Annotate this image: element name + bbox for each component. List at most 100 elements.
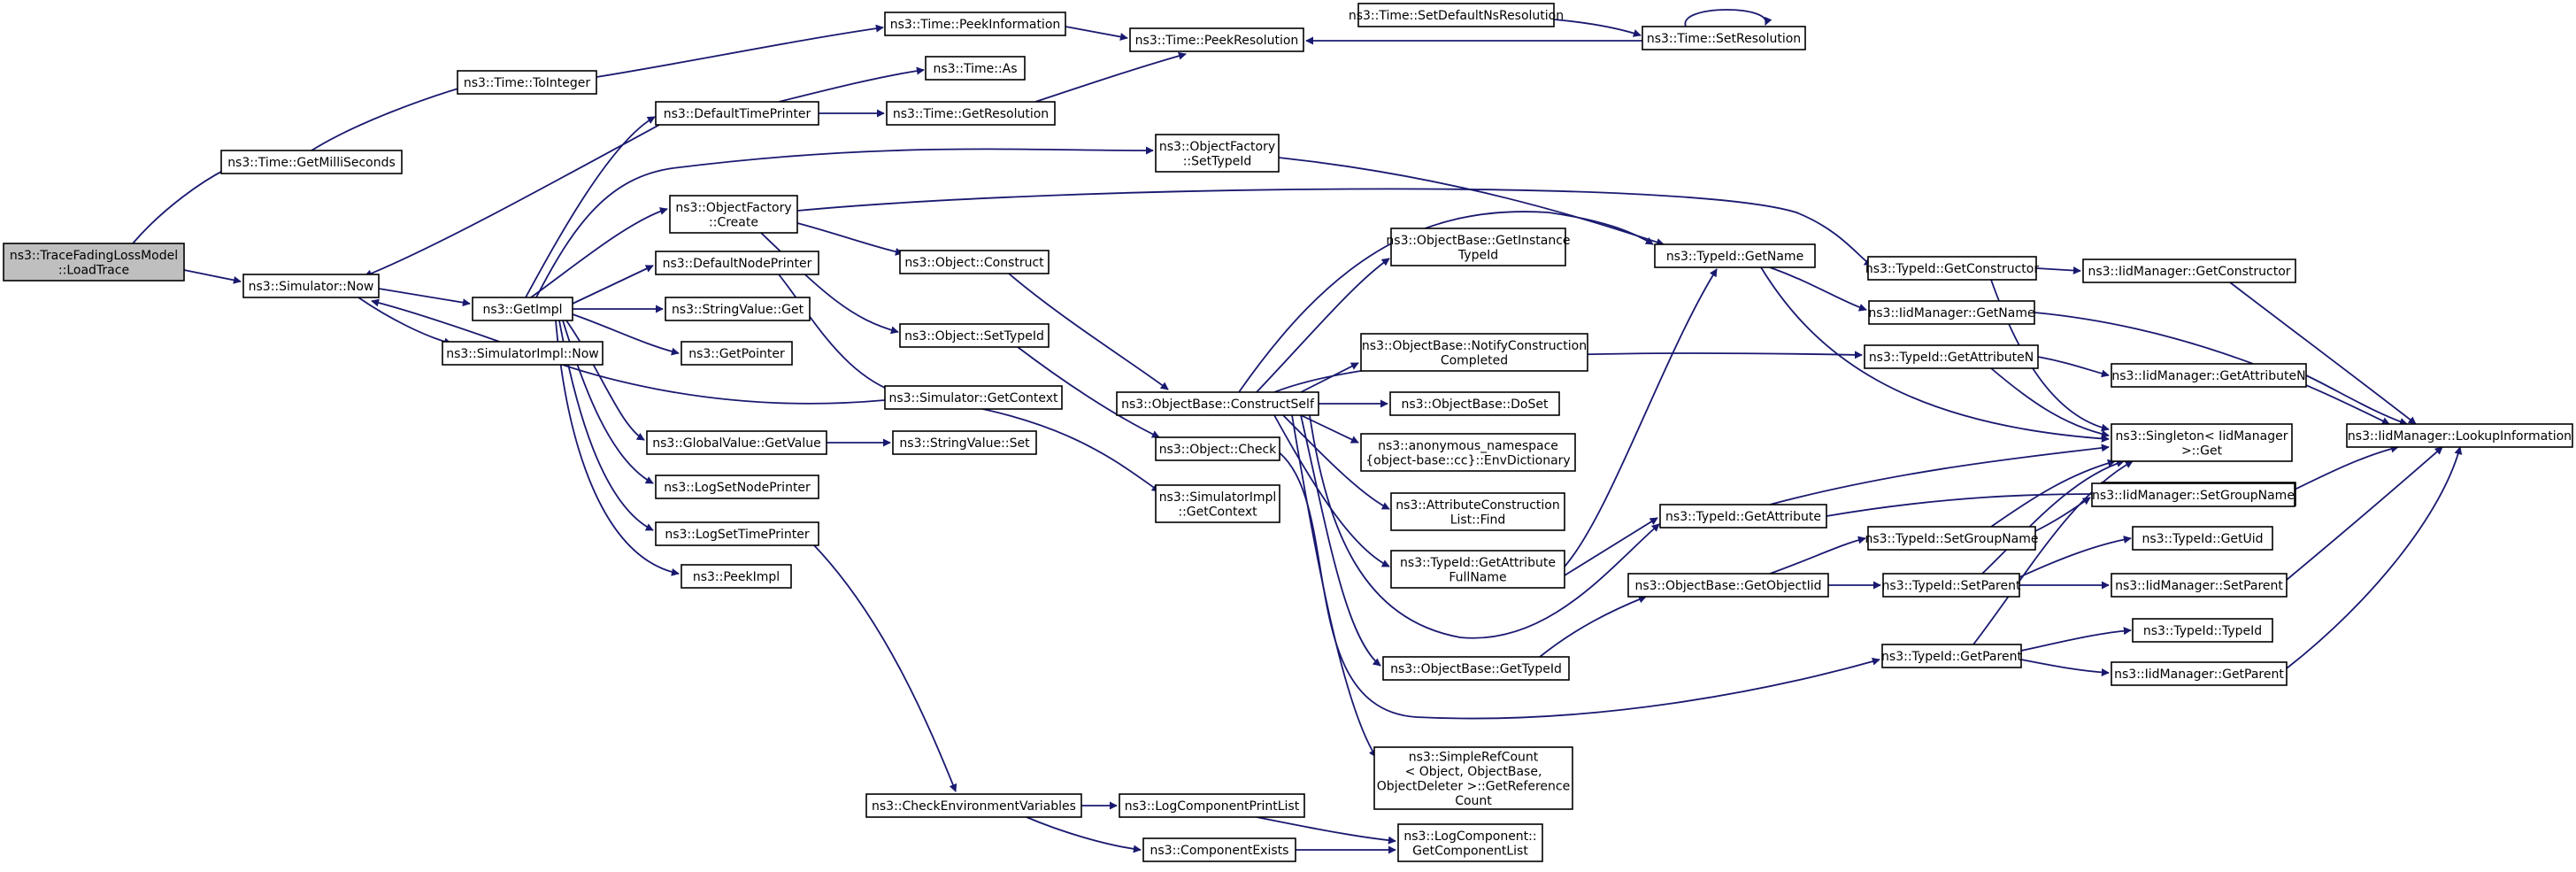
node-simnow[interactable]: ns3::Simulator::Now — [242, 274, 380, 298]
node-root[interactable]: ns3::TraceFadingLossModel::LoadTrace — [3, 243, 185, 282]
node-box — [1390, 228, 1566, 266]
node-checkenv[interactable]: ns3::CheckEnvironmentVariables — [865, 793, 1082, 818]
node-peekres[interactable]: ns3::Time::PeekResolution — [1129, 27, 1304, 52]
node-tidsetgroup[interactable]: ns3::TypeId::SetGroupName — [1865, 526, 2039, 551]
node-iidgetparent[interactable]: ns3::IidManager::GetParent — [2111, 661, 2288, 686]
node-obdoset[interactable]: ns3::ObjectBase::DoSet — [1389, 391, 1560, 416]
node-tidgetattr[interactable]: ns3::TypeId::GetAttribute — [1659, 504, 1827, 529]
node-getimpl[interactable]: ns3::GetImpl — [472, 297, 573, 321]
node-box — [1155, 436, 1280, 461]
edge-tidgetattrfull-to-tidgetattr — [1564, 517, 1658, 576]
node-objsettypeid[interactable]: ns3::Object::SetTypeId — [899, 323, 1050, 348]
node-tidgetctor[interactable]: ns3::TypeId::GetConstructor — [1865, 256, 2039, 281]
node-box — [681, 564, 792, 589]
node-box — [2132, 618, 2273, 643]
node-peekinfo[interactable]: ns3::Time::PeekInformation — [884, 12, 1066, 36]
node-ofcreate[interactable]: ns3::ObjectFactory::Create — [669, 195, 798, 234]
node-label: ::LoadTrace — [58, 263, 129, 277]
node-label: ns3::Simulator::GetContext — [888, 391, 1058, 405]
node-label: ns3::LogComponent:: — [1403, 830, 1536, 844]
node-tidsetparent[interactable]: ns3::TypeId::SetParent — [1882, 573, 2021, 598]
node-label: ns3::Time::PeekInformation — [890, 18, 1061, 32]
edge-tointeger-to-peekinfo — [596, 24, 884, 78]
node-label: ns3::IidManager::GetName — [1868, 306, 2034, 320]
edge-obconstructself-to-obnotify — [1300, 362, 1359, 393]
node-objconstruct[interactable]: ns3::Object::Construct — [899, 250, 1050, 274]
edge-getimpl-to-peekimpl — [555, 320, 680, 576]
node-objcheck[interactable]: ns3::Object::Check — [1155, 436, 1280, 461]
node-simimplgetctx[interactable]: ns3::SimulatorImpl::GetContext — [1155, 484, 1280, 523]
node-box — [655, 101, 819, 126]
node-singletonget[interactable]: ns3::Singleton< IidManager>::Get — [2111, 423, 2293, 462]
node-logsettime[interactable]: ns3::LogSetTimePrinter — [655, 521, 819, 546]
node-obgettypeid[interactable]: ns3::ObjectBase::GetTypeId — [1382, 656, 1570, 681]
edge-simnow-to-getimpl — [378, 288, 471, 307]
node-setres[interactable]: ns3::Time::SetResolution — [1642, 26, 1806, 50]
node-box — [1881, 644, 2022, 668]
node-obconstructself[interactable]: ns3::ObjectBase::ConstructSelf — [1116, 391, 1319, 416]
node-label: ns3::SimulatorImpl::Now — [446, 347, 599, 361]
node-box — [899, 250, 1050, 274]
edge-tidgetname-to-iidgetname — [1769, 266, 1867, 312]
node-tidgetname[interactable]: ns3::TypeId::GetName — [1654, 243, 1816, 268]
node-compexists[interactable]: ns3::ComponentExists — [1142, 837, 1296, 862]
node-iidgetname[interactable]: ns3::IidManager::GetName — [1868, 300, 2035, 325]
node-defnodeprinter[interactable]: ns3::DefaultNodePrinter — [655, 251, 819, 275]
node-label: ns3::ObjectBase::GetTypeId — [1390, 662, 1562, 676]
node-label: ns3::Time::ToInteger — [464, 76, 591, 90]
node-label: ns3::GetPointer — [688, 347, 785, 361]
node-logsetnode[interactable]: ns3::LogSetNodePrinter — [655, 475, 819, 499]
edge-getmilli-to-tointeger — [311, 79, 483, 151]
node-tointeger[interactable]: ns3::Time::ToInteger — [457, 70, 597, 95]
edge-tidgetname-to-singletonget — [1760, 266, 2110, 443]
node-iidsetgroup[interactable]: ns3::IidManager::SetGroupName — [2091, 482, 2295, 507]
node-getres[interactable]: ns3::Time::GetResolution — [886, 101, 1056, 126]
node-label: ns3::Time::As — [933, 62, 1017, 76]
node-label: ns3::Object::Construct — [904, 256, 1044, 270]
node-peekimpl[interactable]: ns3::PeekImpl — [681, 564, 792, 589]
node-getmilli[interactable]: ns3::Time::GetMilliSeconds — [220, 150, 403, 174]
node-tidgetattrn[interactable]: ns3::TypeId::GetAttributeN — [1864, 344, 2039, 369]
node-box — [1390, 550, 1565, 589]
node-strvalset[interactable]: ns3::StringValue::Set — [892, 430, 1037, 455]
node-ofsettypeid[interactable]: ns3::ObjectFactory::SetTypeId — [1155, 134, 1280, 173]
node-srcgetref[interactable]: ns3::SimpleRefCount< Object, ObjectBase,… — [1373, 746, 1573, 810]
node-box — [2346, 423, 2573, 448]
node-iidgetattrn[interactable]: ns3::IidManager::GetAttributeN — [2111, 363, 2307, 388]
edge-tidgetattrn-to-singletonget — [1990, 367, 2110, 438]
node-setdefns[interactable]: ns3::Time::SetDefaultNsResolution — [1349, 3, 1564, 27]
node-box — [2111, 573, 2288, 598]
edge-deftimeprinter-to-timeas — [778, 66, 925, 103]
node-timeas[interactable]: ns3::Time::As — [925, 56, 1026, 81]
node-tidgetuid[interactable]: ns3::TypeId::GetUid — [2132, 526, 2273, 551]
node-envdict[interactable]: ns3::anonymous_namespace{object-base::cc… — [1360, 433, 1576, 472]
node-deftimeprinter[interactable]: ns3::DefaultTimePrinter — [655, 101, 819, 126]
node-obnotify[interactable]: ns3::ObjectBase::NotifyConstructionCompl… — [1360, 333, 1588, 372]
edge-tidsetparent-to-singletonget — [1981, 459, 2125, 575]
node-label: ::GetContext — [1178, 505, 1257, 519]
node-iidgetctor[interactable]: ns3::IidManager::GetConstructor — [2082, 259, 2296, 283]
node-getpointer[interactable]: ns3::GetPointer — [681, 341, 793, 366]
node-logcompprint[interactable]: ns3::LogComponentPrintList — [1119, 793, 1305, 818]
node-iidsetparent[interactable]: ns3::IidManager::SetParent — [2111, 573, 2288, 598]
node-tidgetparent[interactable]: ns3::TypeId::GetParent — [1881, 644, 2022, 668]
node-label: ::SetTypeId — [1183, 154, 1252, 168]
node-simimplnow[interactable]: ns3::SimulatorImpl::Now — [442, 341, 604, 366]
node-logcompgetlist[interactable]: ns3::LogComponent::GetComponentList — [1397, 823, 1543, 862]
node-gvgetvalue[interactable]: ns3::GlobalValue::GetValue — [646, 430, 827, 455]
node-strvalget[interactable]: ns3::StringValue::Get — [665, 297, 811, 321]
node-tidtypeid[interactable]: ns3::TypeId::TypeId — [2132, 618, 2273, 643]
node-label: ns3::ObjectFactory — [1159, 140, 1275, 154]
edge-setres-to-setres — [1684, 9, 1772, 27]
node-box — [2111, 661, 2288, 686]
node-label: {object-base::cc}::EnvDictionary — [1365, 453, 1570, 467]
node-obgetobjectiid[interactable]: ns3::ObjectBase::GetObjectIid — [1627, 573, 1829, 598]
node-simgetctx[interactable]: ns3::Simulator::GetContext — [884, 385, 1063, 410]
node-label: >::Get — [2181, 444, 2223, 458]
node-box — [899, 323, 1050, 348]
node-box — [1129, 27, 1304, 52]
node-iidlookup[interactable]: ns3::IidManager::LookupInformation — [2346, 423, 2573, 448]
